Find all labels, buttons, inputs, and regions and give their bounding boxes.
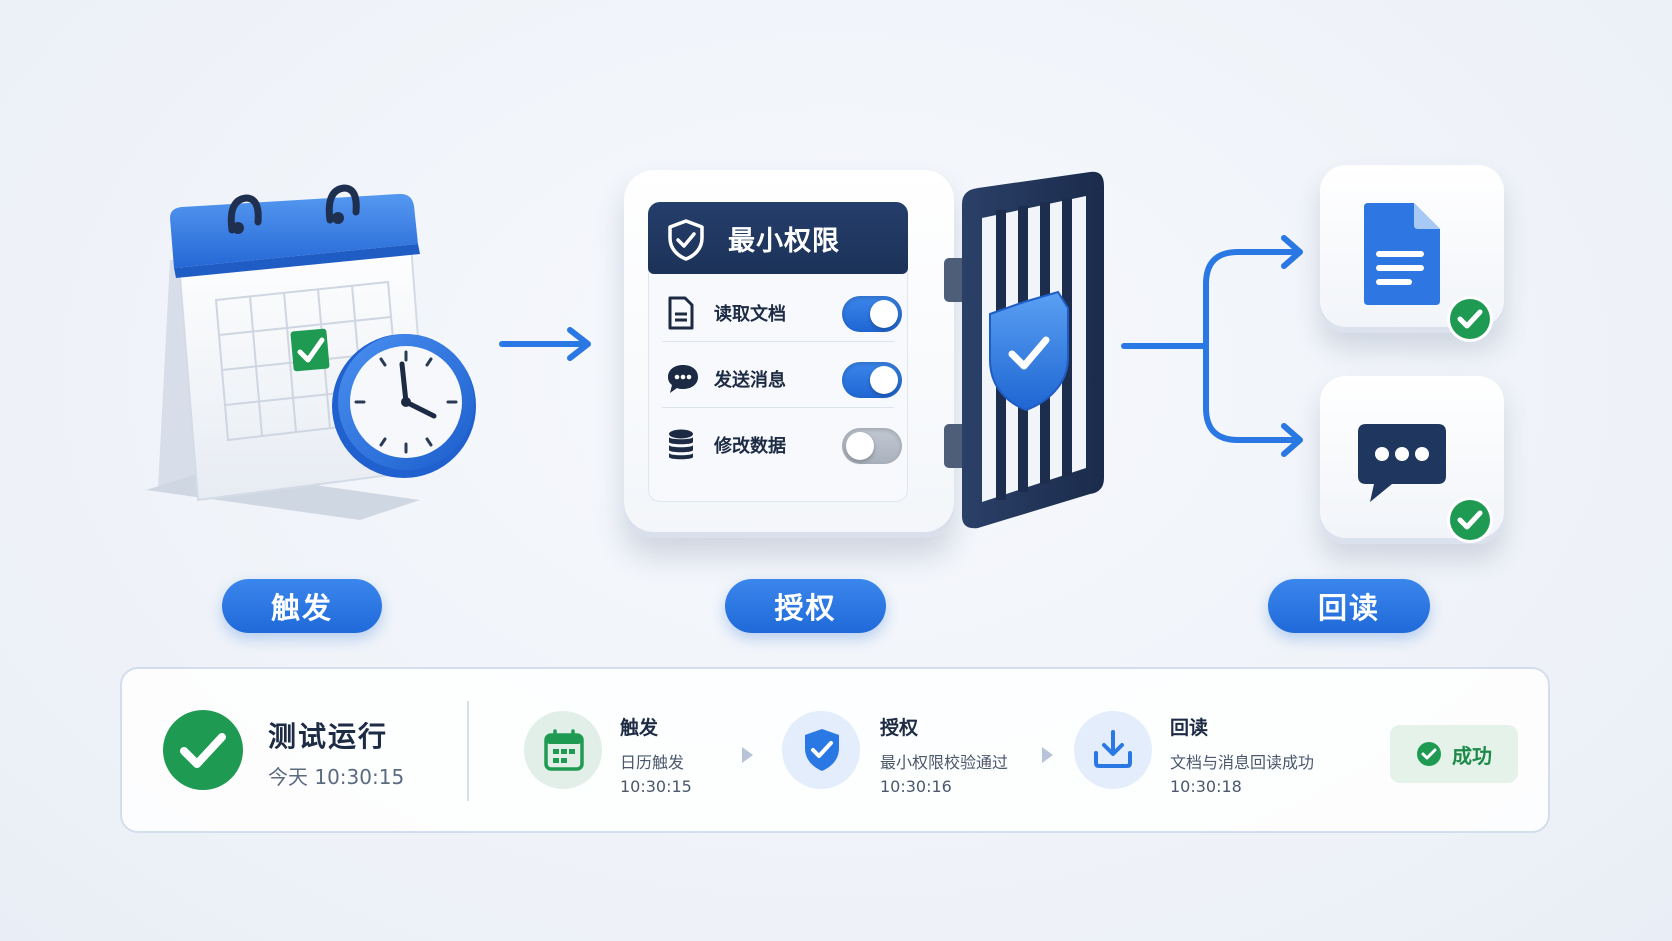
calendar-icon	[544, 729, 584, 771]
step-readback-desc: 文档与消息回读成功	[1170, 753, 1315, 772]
test-run-status-bar: 测试运行 今天 10:30:15 触发 日历触发 10:30:15 授权 最小权…	[120, 667, 1550, 833]
stage-pill-readback: 回读	[1268, 579, 1430, 633]
step-arrow-icon	[1042, 747, 1053, 763]
read-docs-toggle[interactable]	[842, 296, 902, 332]
permission-label: 发送消息	[714, 370, 786, 391]
document-icon	[666, 296, 696, 330]
permission-title: 最小权限	[728, 225, 840, 257]
step-auth-desc: 最小权限校验通过	[880, 753, 1009, 772]
send-message-toggle[interactable]	[842, 362, 902, 398]
check-icon	[1446, 295, 1494, 343]
flow-arrow-right	[498, 324, 598, 364]
step-auth-title: 授权	[880, 717, 919, 739]
permission-row-modify-data: 修改数据	[648, 414, 908, 474]
result-card-message	[1320, 376, 1504, 544]
test-run-time: 今天 10:30:15	[268, 765, 405, 789]
step-auth-time: 10:30:16	[880, 777, 952, 796]
step-readback-title: 回读	[1170, 717, 1209, 739]
success-check-icon	[162, 709, 244, 791]
database-icon	[666, 428, 696, 462]
step-trigger-desc: 日历触发	[620, 753, 685, 772]
step-trigger-icon-bg	[524, 711, 602, 789]
calendar-icon	[146, 184, 476, 520]
stage-pill-trigger: 触发	[222, 579, 382, 633]
permission-header: 最小权限	[648, 202, 908, 274]
test-run-title: 测试运行	[268, 720, 389, 753]
permission-label: 修改数据	[714, 436, 786, 457]
step-trigger-title: 触发	[620, 717, 659, 739]
step-auth-icon-bg	[782, 711, 860, 789]
check-icon	[1446, 496, 1494, 544]
permission-label: 读取文档	[714, 304, 786, 325]
cage-door-illustration	[940, 168, 1110, 538]
success-label: 成功	[1452, 743, 1492, 768]
document-icon	[1360, 201, 1444, 309]
modify-data-toggle[interactable]	[842, 428, 902, 464]
divider	[467, 701, 469, 801]
step-trigger-time: 10:30:15	[620, 777, 692, 796]
check-icon	[1416, 741, 1442, 767]
branch-arrows	[1120, 230, 1310, 470]
chat-bubble-icon	[1356, 420, 1448, 506]
permission-panel: 最小权限 读取文档 发送消息	[624, 170, 954, 538]
step-arrow-icon	[742, 747, 753, 763]
step-readback-time: 10:30:18	[1170, 777, 1242, 796]
step-readback-icon-bg	[1074, 711, 1152, 789]
calendar-clock-illustration	[140, 170, 520, 530]
result-card-document	[1320, 165, 1504, 342]
stage-pill-auth: 授权	[725, 579, 886, 633]
shield-check-icon	[802, 727, 842, 773]
success-badge: 成功	[1390, 725, 1518, 783]
chat-bubble-icon	[666, 362, 700, 396]
permission-row-send-message: 发送消息	[648, 348, 908, 408]
download-icon	[1093, 729, 1133, 769]
permission-row-read-docs: 读取文档	[648, 282, 908, 342]
shield-check-icon	[666, 218, 706, 262]
